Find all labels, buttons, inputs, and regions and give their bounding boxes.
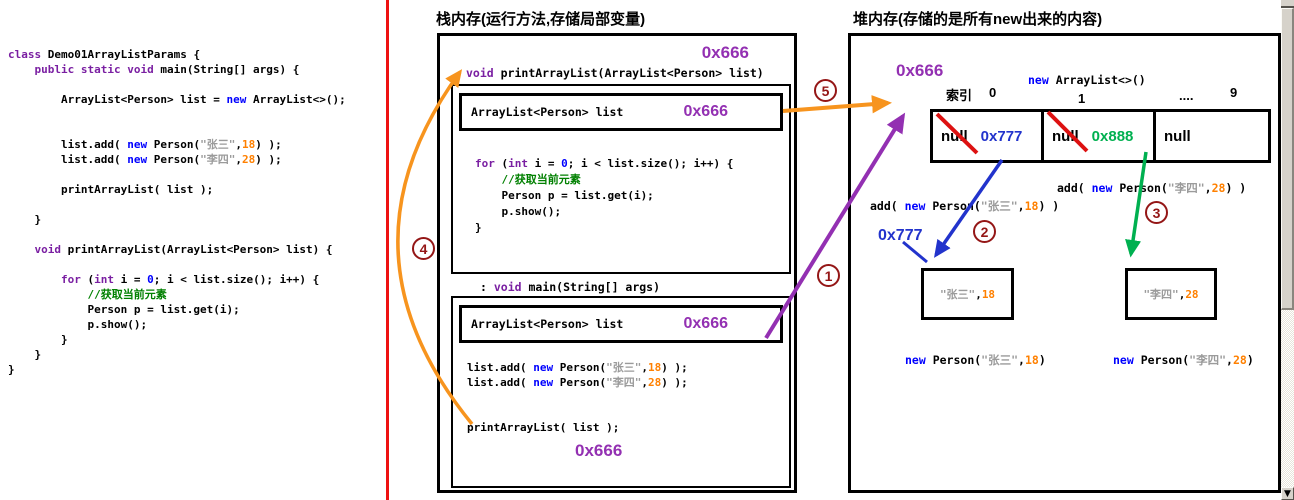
index-0: 0 (989, 85, 997, 100)
passed-address-label: 0x666 (575, 441, 623, 460)
list-variable-box-print: ArrayList<Person> list 0x666 (459, 93, 783, 131)
scrollbar-track[interactable] (1281, 310, 1294, 487)
scrollbar-thumb[interactable] (1281, 8, 1294, 310)
source-code: class Demo01ArrayListParams { public sta… (8, 48, 346, 376)
index-9: 9 (1230, 85, 1238, 100)
stack-memory-title: 栈内存(运行方法,存储局部变量) (436, 11, 646, 28)
new-person-expression-1: new Person("张三",18) (905, 353, 1046, 367)
add-call-label-1: add( new Person("张三",18) ) (870, 199, 1060, 213)
divider-line (386, 0, 389, 500)
person-object-1-content: "张三",18 (939, 288, 996, 301)
step-badge-2: 2 (973, 220, 996, 243)
down-arrow-icon: ▼ (1284, 488, 1291, 499)
array-cell-1: null 0x888 (1044, 112, 1156, 160)
main-method-frame: ArrayList<Person> list 0x666 list.add( n… (451, 296, 791, 488)
array-cell-0: null 0x777 (933, 112, 1044, 160)
cell-0-address: 0x777 (980, 127, 1023, 145)
new-person-expression-2: new Person("李四",28) (1113, 353, 1254, 367)
heap-memory-box: 0x666 new ArrayList<>() 索引 0 1 .... 9 nu… (848, 33, 1281, 493)
main-method-signature: : void main(String[] args) (480, 280, 661, 294)
scroll-up-button[interactable] (1281, 0, 1294, 8)
step-badge-3: 3 (1145, 201, 1168, 224)
null-value-crossed: null (941, 127, 968, 145)
print-method-signature: void printArrayList(ArrayList<Person> li… (466, 66, 764, 80)
new-arraylist-expression: new ArrayList<>() (1028, 73, 1146, 87)
stack-memory-box: 0x666 void printArrayList(ArrayList<Pers… (437, 33, 797, 493)
variable-address: 0x666 (683, 103, 729, 120)
index-label: 索引 (946, 88, 973, 103)
index-1: 1 (1078, 91, 1086, 106)
person-object-2-content: "李四",28 (1143, 288, 1199, 301)
vertical-scrollbar[interactable]: ▼ (1281, 0, 1294, 500)
person-object-1: "张三",18 (921, 268, 1014, 320)
array-cell-2: null (1156, 112, 1268, 160)
heap-array-address: 0x666 (896, 61, 944, 80)
scroll-down-button[interactable]: ▼ (1281, 487, 1294, 500)
print-method-body: for (int i = 0; i < list.size(); i++) { … (475, 157, 734, 234)
add-call-label-2: add( new Person("李四",28) ) (1057, 181, 1247, 195)
null-value: null (1164, 127, 1191, 145)
main-method-body: list.add( new Person("张三",18) );list.add… (467, 361, 688, 434)
list-variable-box-main: ArrayList<Person> list 0x666 (459, 305, 783, 343)
person-object-2: "李四",28 (1125, 268, 1217, 320)
variable-declaration: ArrayList<Person> list (471, 105, 624, 119)
index-dots: .... (1179, 88, 1194, 103)
step-badge-5: 5 (814, 79, 837, 102)
print-method-frame: ArrayList<Person> list 0x666 for (int i … (451, 84, 791, 274)
arraylist-cells: null 0x777 null 0x888 null (930, 109, 1271, 163)
step-badge-4: 4 (412, 237, 435, 260)
cell-1-address: 0x888 (1091, 127, 1134, 145)
null-value-crossed: null (1052, 127, 1079, 145)
variable-declaration: ArrayList<Person> list (471, 317, 624, 331)
pointer-address-label: 0x777 (878, 227, 923, 244)
step-badge-1: 1 (817, 264, 840, 287)
stack-address-label: 0x666 (701, 43, 749, 62)
variable-address: 0x666 (683, 315, 729, 332)
heap-memory-title: 堆内存(存储的是所有new出来的内容) (853, 11, 1103, 28)
